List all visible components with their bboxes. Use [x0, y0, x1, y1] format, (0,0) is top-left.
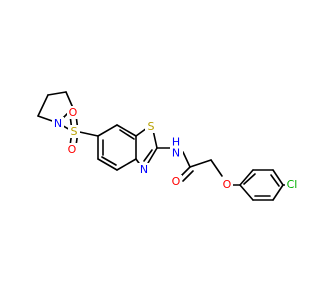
atom-label: O	[68, 143, 77, 156]
bond	[243, 173, 256, 185]
atom-o-carbonyl: O	[170, 175, 182, 188]
atom-labels: N S O O S N H N O	[52, 106, 300, 191]
atom-label: O	[69, 106, 78, 119]
atom-cl: Cl	[285, 178, 300, 191]
atom-label: O	[223, 178, 232, 191]
atom-s-thiazole: S	[145, 120, 157, 133]
atom-label: Cl	[287, 178, 298, 191]
atom-label: S	[71, 125, 78, 138]
bond	[116, 158, 137, 171]
bond	[65, 91, 74, 109]
atom-label: N	[54, 117, 62, 130]
atom-n-pyrrolidine: N	[52, 117, 64, 130]
bond	[182, 170, 194, 182]
atom-label: O	[172, 175, 181, 188]
molecule-canvas: N S O O S N H N O	[37, 91, 300, 201]
atom-n-thiazole: N	[138, 163, 150, 176]
bond	[147, 147, 158, 164]
bond	[143, 149, 153, 162]
atom-o-sulfonyl-bottom: O	[66, 143, 78, 156]
bond	[47, 91, 67, 96]
bond	[37, 94, 49, 117]
bond	[116, 124, 137, 137]
atom-label: H	[172, 136, 180, 149]
bond	[270, 174, 280, 187]
bond	[272, 184, 284, 201]
atom-label: N	[140, 163, 148, 176]
atom-nh-amide: H N	[170, 136, 183, 161]
bond	[272, 169, 284, 186]
bond	[182, 151, 191, 168]
bond	[239, 184, 254, 201]
bond	[97, 158, 118, 171]
atom-o-ether: O	[221, 178, 233, 191]
atom-o-sulfonyl-top: O	[67, 106, 79, 119]
bond	[210, 159, 223, 177]
atom-label: S	[148, 120, 155, 133]
bond	[101, 156, 117, 166]
bond	[97, 124, 118, 137]
bond	[119, 129, 135, 140]
atom-s-sulfonyl: S	[68, 125, 80, 138]
bond	[189, 159, 212, 168]
bond	[239, 169, 254, 186]
atom-label: N	[172, 147, 180, 160]
molecule-structure: N S O O S N H N O	[37, 91, 300, 201]
